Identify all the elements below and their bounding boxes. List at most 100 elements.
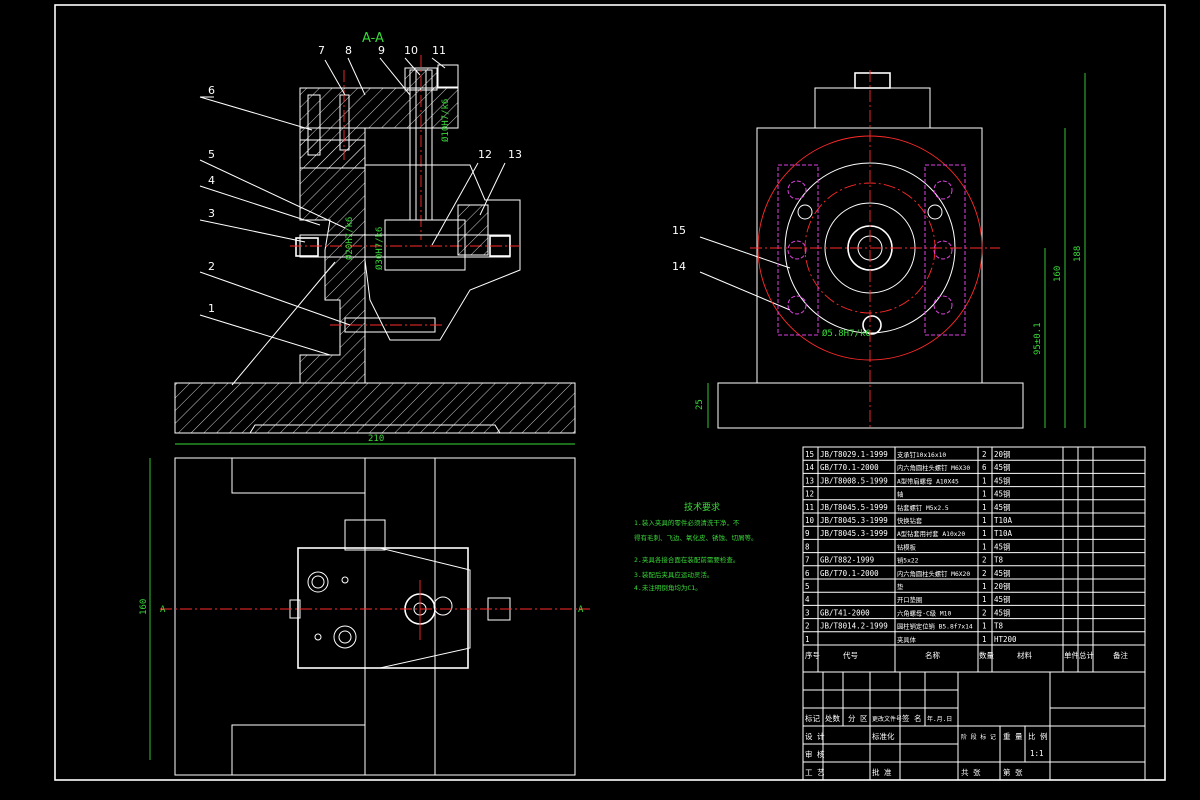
workpiece-bore bbox=[384, 219, 466, 271]
bom-cell: 2 bbox=[982, 450, 987, 459]
tb-genggai: 更改文件号 bbox=[872, 715, 902, 723]
top-view-step-left bbox=[231, 458, 366, 494]
bom-cell: 1 bbox=[982, 582, 987, 591]
top-small-2 bbox=[314, 633, 322, 641]
tech-note-line-2: 得有毛刺、飞边、氧化皮、锈蚀、切屑等。 bbox=[634, 533, 758, 542]
side-bolt-1 bbox=[787, 180, 807, 200]
bom-cell: 8 bbox=[805, 542, 810, 551]
title-block: 标记 处数 分 区 更改文件号 签 名 年.月.日 设 计 标准化 审 核 工 … bbox=[802, 671, 1146, 781]
bom-header-cell: 备注 bbox=[1113, 650, 1129, 660]
bom-cell: 5 bbox=[805, 582, 810, 591]
bom-cell: JB/T8029.1-1999 bbox=[820, 450, 888, 459]
top-view-plate bbox=[297, 547, 469, 669]
tech-note-line-3: 2.夹具各接合面在装配前需要检查。 bbox=[634, 555, 739, 564]
bom-cell: 销5x22 bbox=[897, 556, 919, 565]
tb-biaoji: 标记 bbox=[805, 713, 820, 723]
tb-chushu: 处数 bbox=[825, 713, 840, 723]
side-bolt-2 bbox=[787, 240, 807, 260]
nut-3 bbox=[295, 237, 319, 257]
top-view-column bbox=[364, 457, 436, 776]
bom-header-cell: 材料 bbox=[1017, 650, 1033, 660]
bom-cell: 1 bbox=[982, 503, 987, 512]
side-column bbox=[756, 127, 983, 384]
tech-notes: 技术要求 1.装入夹具的零件必须清洗干净，不 得有毛刺、飞边、氧化皮、锈蚀、切屑… bbox=[634, 501, 758, 592]
side-top-block bbox=[814, 87, 931, 129]
bom-cell: 钻套螺钉 M5x2.5 bbox=[897, 503, 949, 512]
bom-cell: 1 bbox=[982, 516, 987, 525]
bom-cell: 1 bbox=[982, 595, 987, 604]
bom-cell: 1 bbox=[982, 635, 987, 644]
bom-cell: 钻模板 bbox=[897, 542, 917, 551]
bom-cell: 1 bbox=[982, 542, 987, 551]
top-view-outline bbox=[174, 457, 576, 776]
bom-cell: 7 bbox=[805, 556, 810, 565]
drill-plate-lower bbox=[299, 127, 366, 169]
balloon-8: 8 bbox=[345, 44, 352, 57]
bom-cell: HT200 bbox=[994, 635, 1017, 644]
bom-cell: A型带肩螺母 A10X45 bbox=[897, 476, 959, 485]
bom-cell: 2 bbox=[805, 622, 810, 631]
screw-11 bbox=[437, 64, 459, 88]
top-hole-2-in bbox=[338, 630, 352, 644]
section-view-aa: A-A bbox=[174, 31, 576, 434]
bom-cell: GB/T41-2000 bbox=[820, 608, 870, 617]
top-view-step-left-b bbox=[231, 724, 366, 775]
bom-cell: 45钢 bbox=[994, 489, 1011, 499]
side-bolt-5 bbox=[933, 240, 953, 260]
side-base bbox=[717, 382, 1024, 429]
dim-hole-d: Ø5.8H7/k6 bbox=[822, 328, 871, 339]
tb-zhongliang: 重 量 bbox=[1003, 732, 1023, 741]
section-mark-left: A bbox=[160, 605, 166, 615]
bom-header-cell: 单件 bbox=[1064, 650, 1080, 660]
balloon-5: 5 bbox=[208, 148, 215, 161]
bom-cell: 14 bbox=[805, 463, 815, 472]
bom-cell: GB/T882-1999 bbox=[820, 556, 874, 565]
bom-cell: 6 bbox=[805, 569, 810, 578]
bom-cell: 13 bbox=[805, 476, 814, 485]
bom-cell: 45钢 bbox=[994, 462, 1011, 472]
dim-160-left: 160 bbox=[139, 599, 149, 615]
dim-95: 95±0.1 bbox=[1033, 322, 1043, 355]
balloon-15: 15 bbox=[672, 224, 686, 237]
bom-cell: 快换钻套 bbox=[897, 516, 923, 525]
tb-nianyueri: 年.月.日 bbox=[927, 715, 952, 723]
bom-cell: 2 bbox=[982, 556, 987, 565]
top-hole-1-in bbox=[311, 575, 325, 589]
plate-13 bbox=[457, 204, 489, 256]
leaders bbox=[199, 57, 791, 386]
screw-6 bbox=[307, 94, 321, 156]
bom-cell: 11 bbox=[805, 503, 814, 512]
top-hole-1 bbox=[307, 571, 329, 593]
tb-sheji: 设 计 bbox=[805, 731, 825, 741]
top-hole-2 bbox=[333, 625, 357, 649]
dim-188: 188 bbox=[1073, 246, 1083, 262]
tb-fenqu: 分 区 bbox=[848, 714, 868, 723]
bom-cell: 1 bbox=[982, 476, 987, 485]
bom-header-cell: 数量 bbox=[979, 650, 994, 660]
tech-note-line-1: 1.装入夹具的零件必须清洗干净，不 bbox=[634, 518, 740, 527]
balloon-11: 11 bbox=[432, 44, 446, 57]
side-clamp-right bbox=[924, 164, 966, 336]
drawing-border bbox=[54, 4, 1166, 781]
bom-cell: 9 bbox=[805, 529, 810, 538]
dim-d20: Ø20H7/k6 bbox=[344, 217, 355, 260]
bom-header-cell: 名称 bbox=[925, 650, 940, 660]
balloon-7: 7 bbox=[318, 44, 325, 57]
bom-cell: JB/T8008.5-1999 bbox=[820, 476, 888, 485]
drill-plate bbox=[299, 87, 459, 129]
bom-header-cell: 序号 bbox=[805, 650, 820, 660]
side-top-knob bbox=[854, 72, 891, 89]
bom-cell: 1 bbox=[982, 622, 987, 631]
section-dims: Ø10H7/k6 Ø20H7/k6 Ø30H7/k6 bbox=[344, 99, 451, 270]
side-locate-pin bbox=[862, 315, 882, 335]
bom-cell: 内六角圆柱头螺钉 M6X20 bbox=[897, 569, 970, 578]
bom-cell: GB/T70.1-2000 bbox=[820, 463, 879, 472]
balloon-14: 14 bbox=[672, 260, 686, 273]
bom-cell: 支承钉10x16x10 bbox=[897, 450, 946, 459]
bom-cell: 12 bbox=[805, 490, 814, 499]
bom-cell: GB/T70.1-2000 bbox=[820, 569, 879, 578]
bom-cell: 20钢 bbox=[994, 581, 1011, 591]
bom-cell: 2 bbox=[982, 569, 987, 578]
top-screw bbox=[433, 596, 453, 616]
